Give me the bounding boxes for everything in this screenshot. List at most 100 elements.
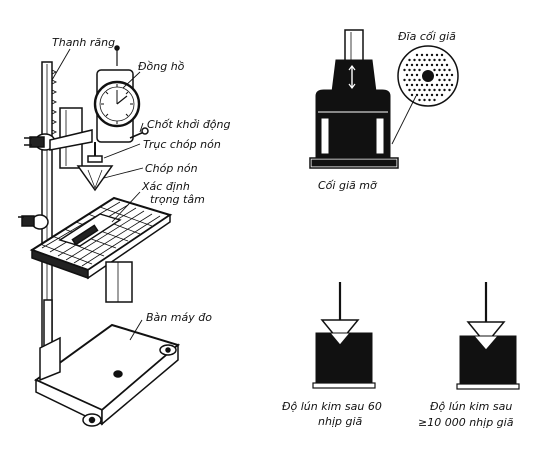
disc-hole bbox=[420, 63, 424, 67]
disc-hole bbox=[408, 68, 411, 72]
disc-hole bbox=[428, 88, 431, 92]
disc-hole bbox=[403, 68, 406, 72]
disc-hole bbox=[435, 63, 439, 67]
perforated-disc bbox=[397, 45, 459, 107]
disc-hole bbox=[413, 88, 416, 92]
disc-hole bbox=[410, 83, 414, 87]
disc-hole bbox=[430, 83, 434, 87]
sample-after-10000 bbox=[456, 282, 520, 390]
disc-hole bbox=[438, 88, 441, 92]
label-penetration-60-line1: Độ lún kim sau 60 bbox=[282, 400, 382, 413]
disc-hole bbox=[420, 93, 424, 97]
disc-hole bbox=[438, 58, 441, 62]
table-support bbox=[105, 261, 133, 303]
disc-hole bbox=[438, 68, 441, 72]
disc-hole bbox=[438, 78, 441, 82]
disc-hole bbox=[425, 93, 429, 97]
disc-hole bbox=[443, 78, 446, 82]
disc-hole bbox=[418, 58, 421, 62]
label-perforated-disc: Đĩa cối giã bbox=[398, 30, 456, 43]
disc-hole bbox=[405, 83, 409, 87]
sample-after-60 bbox=[312, 282, 376, 389]
disc-hole bbox=[433, 88, 436, 92]
disc-hole bbox=[415, 63, 419, 67]
gauge-arm bbox=[49, 129, 93, 151]
disc-hole bbox=[443, 58, 446, 62]
disc-hole bbox=[423, 88, 426, 92]
disc-hole bbox=[418, 98, 421, 102]
disc-hole bbox=[405, 63, 409, 67]
disc-hole bbox=[440, 93, 444, 97]
label-penetration-60-line2: nhịp giã bbox=[318, 415, 363, 428]
disc-hole bbox=[405, 73, 409, 77]
grease-worker bbox=[309, 29, 399, 169]
disc-hole bbox=[430, 93, 434, 97]
label-cone: Chóp nón bbox=[145, 162, 198, 175]
disc-hole bbox=[443, 68, 446, 72]
disc-hole bbox=[423, 98, 426, 102]
disc-hole bbox=[413, 58, 416, 62]
disc-hole bbox=[450, 83, 454, 87]
disc-hole bbox=[440, 73, 444, 77]
disc-hole bbox=[410, 63, 414, 67]
disc-hole bbox=[408, 88, 411, 92]
disc-hole bbox=[445, 73, 449, 77]
disc-hole bbox=[448, 68, 451, 72]
disc-hole bbox=[428, 58, 431, 62]
disc-hole bbox=[403, 78, 406, 82]
disc-hole bbox=[425, 83, 429, 87]
disc-hole bbox=[448, 88, 451, 92]
disc-hole bbox=[433, 58, 436, 62]
label-grease-worker: Cối giã mỡ bbox=[318, 179, 378, 192]
disc-hole bbox=[435, 53, 439, 57]
disc-hub bbox=[422, 70, 434, 82]
disc-hole bbox=[433, 98, 436, 102]
disc-hole bbox=[430, 53, 434, 57]
disc-hole bbox=[420, 83, 424, 87]
label-base-table: Bàn máy đo bbox=[146, 311, 212, 324]
disc-hole bbox=[445, 83, 449, 87]
start-pin bbox=[129, 127, 149, 139]
disc-hole bbox=[433, 68, 436, 72]
disc-hole bbox=[415, 73, 419, 77]
disc-hole bbox=[410, 73, 414, 77]
disc-hole bbox=[448, 78, 451, 82]
disc-hole bbox=[425, 53, 429, 57]
disc-hole bbox=[413, 68, 416, 72]
disc-hole bbox=[418, 78, 421, 82]
disc-leader bbox=[391, 95, 417, 145]
disc-hole bbox=[408, 78, 411, 82]
disc-hole bbox=[440, 53, 444, 57]
disc-hole bbox=[415, 93, 419, 97]
disc-hole bbox=[418, 88, 421, 92]
disc-hole bbox=[408, 58, 411, 62]
disc-hole bbox=[410, 93, 414, 97]
label-cone-shaft: Trục chóp nón bbox=[143, 138, 221, 151]
disc-hole bbox=[450, 73, 454, 77]
disc-hole bbox=[445, 63, 449, 67]
disc-hole bbox=[428, 98, 431, 102]
base-plate bbox=[34, 323, 181, 427]
label-penetration-10000-line1: Độ lún kim sau bbox=[430, 400, 512, 413]
disc-hole bbox=[430, 63, 434, 67]
label-rack-bar: Thanh răng bbox=[52, 36, 115, 49]
disc-hole bbox=[440, 83, 444, 87]
disc-hole bbox=[415, 83, 419, 87]
disc-hole bbox=[413, 78, 416, 82]
label-penetration-10000-line2: ≥10 000 nhịp giã bbox=[418, 416, 514, 429]
label-start-pin: Chốt khởi động bbox=[147, 118, 231, 131]
label-centering-line2: trọng tâm bbox=[150, 193, 205, 206]
disc-hole bbox=[418, 68, 421, 72]
sample-table bbox=[18, 196, 173, 280]
disc-hole bbox=[423, 58, 426, 62]
label-centering-line1: Xác định bbox=[141, 180, 190, 193]
penetrometer bbox=[18, 45, 181, 427]
disc-hole bbox=[435, 73, 439, 77]
cone bbox=[76, 165, 114, 192]
label-dial-gauge: Đồng hồ bbox=[138, 60, 185, 73]
disc-hole bbox=[435, 83, 439, 87]
disc-hole bbox=[435, 93, 439, 97]
disc-hole bbox=[425, 63, 429, 67]
dial-gauge bbox=[93, 45, 141, 143]
